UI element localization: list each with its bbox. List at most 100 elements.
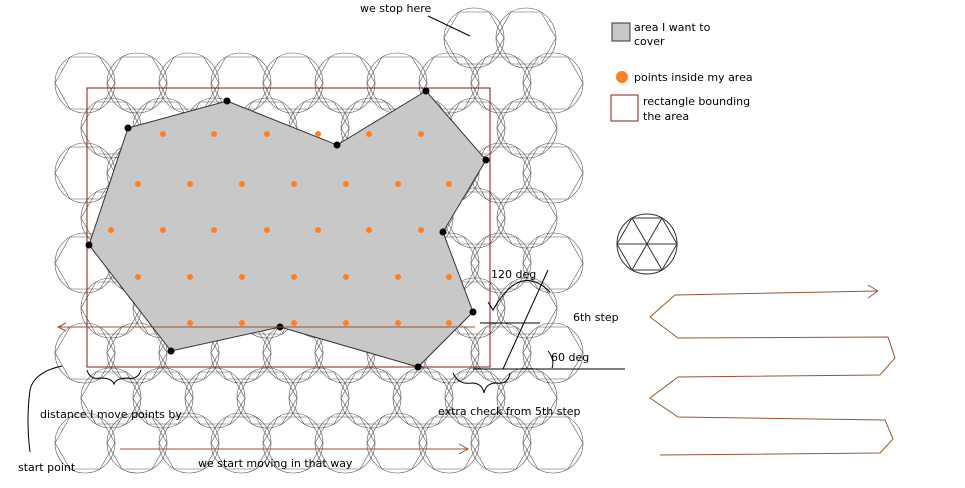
polygon-vertex [482, 156, 490, 164]
coverage-circle [496, 277, 558, 339]
inside-point [135, 274, 141, 280]
coverage-cell [262, 52, 324, 114]
coverage-cell [366, 412, 428, 474]
coverage-circle [366, 412, 428, 474]
coverage-cell [522, 142, 584, 204]
hexagon-circle-icon [616, 213, 678, 275]
inside-point [343, 181, 349, 187]
coverage-hexagon [54, 56, 116, 110]
inside-point [291, 181, 297, 187]
coverage-hexagon [54, 416, 116, 470]
inside-point [315, 131, 321, 137]
coverage-circle [54, 322, 116, 384]
coverage-hexagon [314, 56, 376, 110]
coverage-hexagon [288, 371, 350, 425]
start-point-line [27, 365, 63, 453]
coverage-hexagon [340, 371, 402, 425]
inside-point [343, 274, 349, 280]
inside-point [395, 320, 401, 326]
coverage-circle [470, 142, 532, 204]
coverage-circle [522, 232, 584, 294]
coverage-circle [236, 367, 298, 429]
coverage-hexagon [495, 11, 557, 65]
inside-point [108, 227, 114, 233]
row-arrow-left [56, 322, 475, 332]
coverage-hexagon [522, 326, 584, 380]
coverage-cell [210, 412, 272, 474]
start-point-label: start point [18, 461, 76, 474]
coverage-hexagon [80, 371, 142, 425]
legend-rect-label-1: rectangle bounding [643, 95, 750, 108]
coverage-circle [288, 367, 350, 429]
inside-point [264, 131, 270, 137]
polygon-vertex [422, 87, 430, 95]
coverage-hexagon [418, 56, 480, 110]
coverage-cell [262, 412, 324, 474]
polygon-vertex [85, 241, 93, 249]
coverage-cell [470, 322, 532, 384]
angle-construction [473, 269, 625, 370]
coverage-cell [236, 367, 298, 429]
distance-brace [86, 369, 142, 386]
coverage-circle [444, 367, 506, 429]
coverage-hexagon [106, 416, 168, 470]
coverage-cell [418, 412, 480, 474]
coverage-hexagon [522, 146, 584, 200]
inside-point [187, 320, 193, 326]
polygon-vertex [414, 363, 422, 371]
coverage-circle [392, 367, 454, 429]
legend-area-label-1: area I want to [634, 21, 711, 34]
coverage-circle [496, 187, 558, 249]
legend-points-label: points inside my area [634, 71, 753, 84]
inside-point [446, 274, 452, 280]
coverage-hexagon [106, 56, 168, 110]
inside-point [187, 181, 193, 187]
coverage-circle [470, 412, 532, 474]
inside-point [264, 227, 270, 233]
coverage-hexagon [210, 416, 272, 470]
inside-point [343, 320, 349, 326]
inside-point [239, 181, 245, 187]
coverage-cell [470, 52, 532, 114]
coverage-circle [496, 97, 558, 159]
coverage-hexagon [158, 416, 220, 470]
coverage-circle [54, 52, 116, 114]
angle-120-label: 120 deg [491, 268, 536, 281]
coverage-cell [314, 52, 376, 114]
coverage-hexagon [470, 326, 532, 380]
inside-point [211, 131, 217, 137]
legend-area-label-2: cover [634, 35, 665, 48]
coverage-cell [340, 367, 402, 429]
inside-point [395, 181, 401, 187]
legend-rect-label-2: the area [643, 110, 689, 123]
coverage-circle [340, 367, 402, 429]
inside-point [239, 274, 245, 280]
coverage-hexagon [470, 56, 532, 110]
inside-point [211, 227, 217, 233]
coverage-circle [443, 7, 505, 69]
coverage-cell [288, 367, 350, 429]
polygon-vertex [167, 347, 175, 355]
inside-point [418, 227, 424, 233]
polygon-vertex [439, 228, 447, 236]
coverage-cell [496, 277, 558, 339]
points-inside-area [108, 131, 452, 326]
coverage-cell [470, 232, 532, 294]
inside-point [418, 131, 424, 137]
start-direction-arrow [120, 443, 470, 455]
coverage-hexagon [132, 371, 194, 425]
coverage-cell [522, 412, 584, 474]
stop-label: we stop here [360, 2, 432, 15]
coverage-hexagon [262, 416, 324, 470]
legend: area I want to cover points inside my ar… [610, 21, 753, 123]
coverage-hexagon [236, 371, 298, 425]
polygon-vertex [333, 141, 341, 149]
polygon-vertices [85, 87, 490, 371]
coverage-cell [496, 187, 558, 249]
inside-point [446, 320, 452, 326]
inside-point [366, 227, 372, 233]
coverage-cell [470, 142, 532, 204]
inside-point [366, 131, 372, 137]
coverage-hexagon [418, 416, 480, 470]
